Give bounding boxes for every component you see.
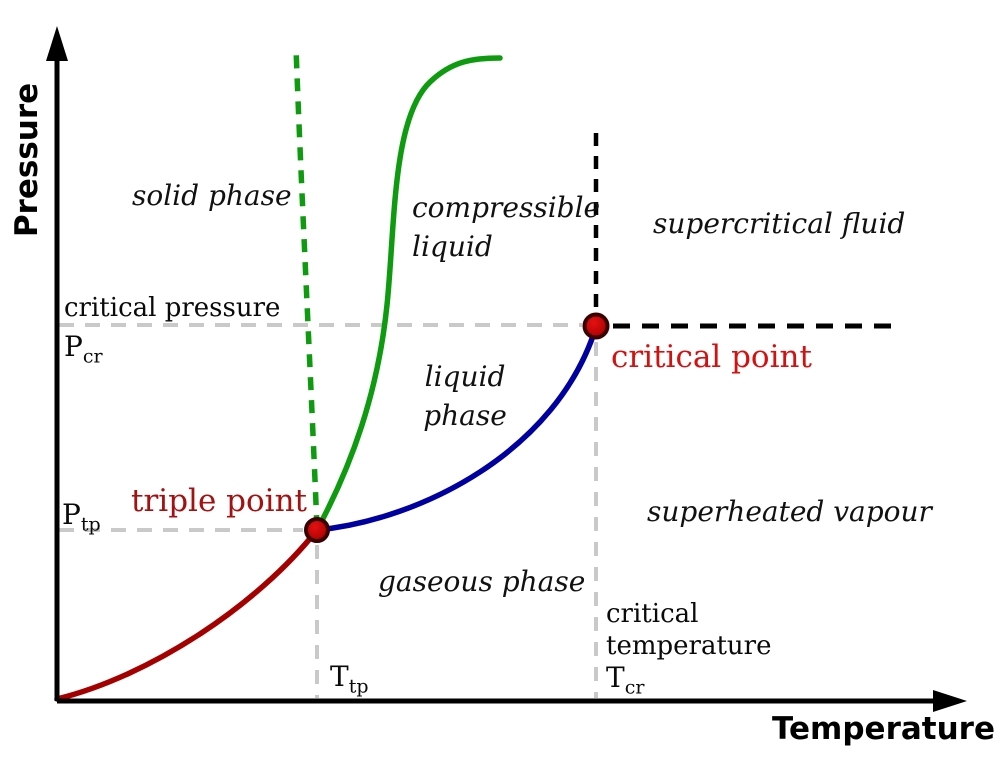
t-cr-sub: cr	[624, 676, 645, 699]
p-tp-base: P	[62, 498, 81, 531]
p-cr-sub: cr	[82, 345, 103, 368]
critical-temperature-line2: temperature	[606, 631, 772, 661]
liquid-phase-line2: phase	[423, 399, 507, 432]
triple-point-dot	[304, 517, 330, 543]
p-tp-sub: tp	[80, 513, 101, 536]
supercritical-fluid-label: supercritical fluid	[653, 207, 906, 240]
liquid-phase-line1: liquid	[424, 360, 506, 393]
y-axis-label: Pressure	[9, 82, 45, 238]
liquid-phase-label: liquid phase	[403, 357, 527, 435]
compressible-liquid-line1: compressible	[412, 191, 601, 224]
y-axis-arrow-icon	[46, 26, 68, 61]
t-cr-label: Tcr	[606, 661, 644, 697]
superheated-vapour-label: superheated vapour	[647, 495, 932, 528]
solid-phase-label: solid phase	[132, 179, 292, 212]
fusion-curve	[314, 55, 503, 533]
t-tp-base: T	[330, 660, 349, 693]
critical-temperature-label: critical temperature	[606, 598, 771, 662]
p-cr-base: P	[64, 330, 83, 363]
p-cr-label: Pcr	[64, 330, 103, 366]
sublimation-curve	[54, 527, 320, 702]
t-cr-base: T	[606, 661, 625, 694]
t-tp-label: Ttp	[330, 660, 369, 696]
t-tp-sub: tp	[348, 675, 369, 698]
fusion-extension-dashed-curve	[293, 47, 320, 529]
triple-point-label: triple point	[131, 483, 307, 519]
critical-temperature-line1: critical	[606, 599, 699, 629]
vaporization-curve	[314, 324, 599, 533]
critical-point-label: critical point	[611, 339, 812, 375]
critical-pressure-label: critical pressure	[64, 293, 281, 323]
x-axis-arrow-icon	[933, 690, 967, 712]
compressible-liquid-line2: liquid	[412, 230, 493, 263]
critical-point-dot	[582, 312, 610, 340]
gaseous-phase-label: gaseous phase	[378, 565, 586, 598]
p-tp-label: Ptp	[62, 498, 101, 534]
compressible-liquid-label: compressible liquid	[412, 188, 600, 266]
x-axis-label: Temperature	[772, 711, 995, 747]
